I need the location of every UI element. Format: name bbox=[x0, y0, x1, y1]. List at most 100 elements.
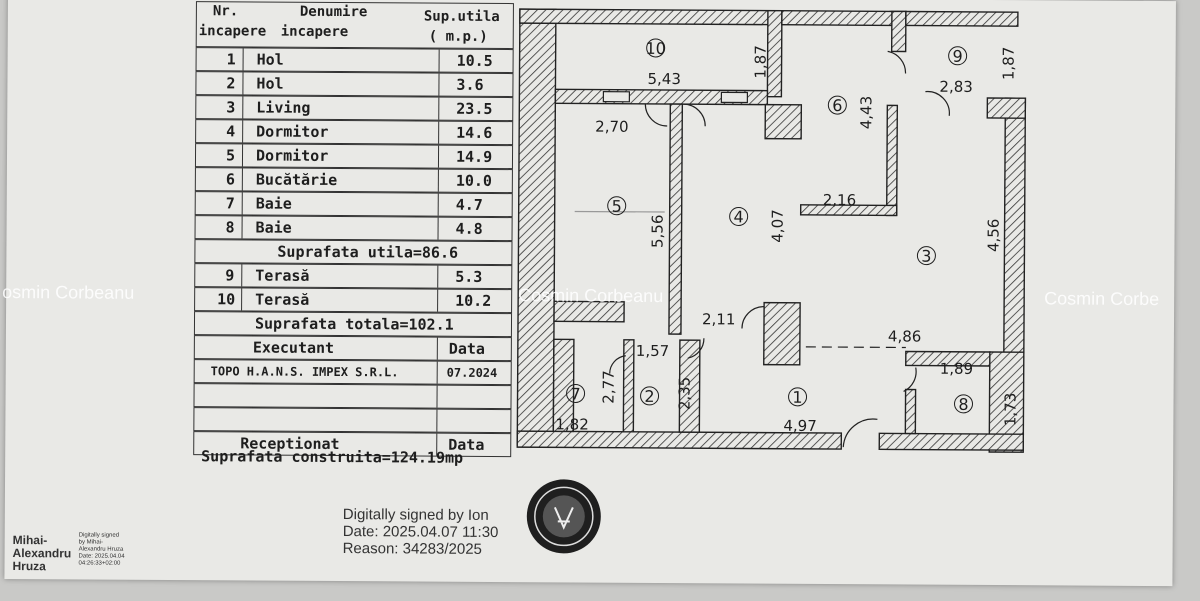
dimension: 1,89 bbox=[940, 360, 974, 378]
room-area: 4.8 bbox=[455, 219, 483, 238]
plan-openings bbox=[574, 50, 950, 448]
dimension: 1,82 bbox=[555, 415, 589, 433]
signature-line: Date: 2025.04.07 11:30 bbox=[342, 523, 499, 542]
room-nr: 2 bbox=[226, 74, 236, 93]
room-number: 8 bbox=[958, 395, 968, 414]
room-area: 5.3 bbox=[455, 267, 483, 286]
header-nr: Nr. bbox=[212, 3, 239, 20]
dimension: 5,43 bbox=[647, 70, 681, 88]
room-nr: 4 bbox=[226, 122, 236, 141]
digital-signature-text: Digitally signed by Ion Date: 2025.04.07… bbox=[343, 506, 499, 558]
executant-date: 07.2024 bbox=[446, 365, 498, 380]
signer-name: Mihai- Alexandru Hruza bbox=[12, 533, 71, 574]
executant-value: TOPO H.A.N.S. IMPEX S.R.L. bbox=[210, 364, 399, 380]
room-nr: 10 bbox=[217, 290, 236, 309]
dimension: 1,87 bbox=[751, 45, 769, 79]
header-denumire: Denumire bbox=[299, 3, 368, 21]
header-sup-unit: ( m.p.) bbox=[428, 28, 488, 45]
room-number: 4 bbox=[733, 207, 743, 226]
watermark: Cosmin Corbe bbox=[1044, 288, 1160, 310]
executant-label: Executant bbox=[252, 338, 335, 357]
room-name: Dormitor bbox=[255, 146, 329, 165]
table-row: 10 Terasă 10.2 bbox=[194, 287, 513, 314]
room-area: 3.6 bbox=[456, 75, 484, 94]
suprafata-utila-row: Suprafata utila=86.6 bbox=[194, 239, 513, 266]
table-row: 8 Baie 4.8 bbox=[194, 215, 513, 242]
dimension: 2,83 bbox=[939, 78, 973, 96]
dimension: 2,16 bbox=[823, 191, 857, 209]
dimension: 2,70 bbox=[595, 118, 629, 136]
dimension: 4,97 bbox=[783, 417, 817, 435]
room-nr: 3 bbox=[226, 98, 236, 117]
dimension: 2,35 bbox=[675, 377, 693, 411]
blank-row bbox=[193, 383, 512, 410]
signer-details: Digitally signed by Mihai- Alexandru Hru… bbox=[78, 532, 125, 567]
room-name: Terasă bbox=[255, 290, 310, 309]
dimension: 2,77 bbox=[600, 370, 618, 404]
room-name: Baie bbox=[255, 218, 292, 237]
signature-line: Reason: 34283/2025 bbox=[342, 540, 482, 558]
table-row: 4 Dormitor 14.6 bbox=[195, 119, 514, 146]
watermark: osmin Corbeanu bbox=[2, 281, 135, 303]
suprafata-construita: Suprafata construita=124.19mp bbox=[201, 447, 464, 467]
room-number: 2 bbox=[644, 387, 654, 406]
dimension: 4,56 bbox=[984, 219, 1002, 253]
room-area: 14.6 bbox=[456, 123, 493, 142]
room-name: Living bbox=[256, 98, 311, 117]
dimension: 1,87 bbox=[999, 47, 1017, 81]
floor-plan: 10 9 6 5 4 3 1 2 7 8 5,43 1,87 4,43 2,83… bbox=[516, 8, 1027, 453]
room-table: Nr. incapere Denumire incapere Sup.utila… bbox=[193, 1, 514, 458]
signer-detail-line: 04:26:33+02:00 bbox=[78, 560, 121, 567]
dimension: 4,07 bbox=[768, 209, 786, 243]
room-nr: 5 bbox=[225, 146, 236, 165]
table-row: 1 Hol 10.5 bbox=[195, 47, 514, 74]
dimension: 1,73 bbox=[1001, 393, 1019, 427]
room-nr: 8 bbox=[225, 218, 235, 237]
room-area: 10.2 bbox=[455, 291, 492, 310]
data-label: Data bbox=[448, 339, 486, 358]
table-row: 5 Dormitor 14.9 bbox=[194, 143, 514, 170]
room-number: 3 bbox=[921, 247, 931, 266]
suprafata-utila: Suprafata utila=86.6 bbox=[277, 242, 459, 262]
blank-row bbox=[193, 407, 512, 434]
dimension-labels: 5,43 1,87 4,43 2,83 1,87 2,70 5,56 4,07 … bbox=[555, 45, 1019, 435]
room-area: 14.9 bbox=[455, 147, 493, 166]
suprafata-totala-row: Suprafata totala=102.1 bbox=[193, 311, 513, 338]
room-name: Hol bbox=[256, 74, 284, 93]
room-number-labels: 10 9 6 5 4 3 1 2 7 8 bbox=[570, 39, 968, 414]
room-area: 4.7 bbox=[455, 195, 483, 214]
watermark: Cosmin Corbeanu bbox=[518, 285, 664, 307]
dimension: 2,11 bbox=[702, 310, 736, 328]
signer-name-line: Hruza bbox=[12, 559, 46, 574]
room-nr: 1 bbox=[226, 50, 236, 69]
table-row: 7 Baie 4.7 bbox=[194, 191, 513, 218]
room-number: 9 bbox=[952, 47, 962, 66]
executant-row: TOPO H.A.N.S. IMPEX S.R.L. 07.2024 bbox=[193, 359, 512, 386]
room-number: 5 bbox=[612, 197, 622, 216]
room-name: Hol bbox=[256, 50, 284, 69]
room-name: Baie bbox=[255, 194, 292, 213]
room-number: 7 bbox=[570, 384, 580, 403]
room-nr: 7 bbox=[225, 194, 235, 213]
room-area: 10.0 bbox=[455, 171, 493, 190]
dimension: 4,86 bbox=[888, 327, 922, 345]
dimension: 5,56 bbox=[648, 215, 666, 249]
room-name: Dormitor bbox=[256, 122, 329, 141]
room-area: 10.5 bbox=[456, 51, 493, 70]
table-header: Nr. incapere Denumire incapere Sup.utila… bbox=[195, 1, 514, 50]
official-seal-icon bbox=[526, 479, 601, 554]
dimension: 1,57 bbox=[636, 342, 670, 360]
room-number: 6 bbox=[832, 96, 842, 115]
room-nr: 9 bbox=[225, 266, 235, 285]
header-nr-sub: incapere bbox=[198, 23, 267, 40]
header-denumire-sub: incapere bbox=[280, 23, 349, 41]
room-nr: 6 bbox=[225, 170, 235, 189]
table-row: 2 Hol 3.6 bbox=[195, 71, 514, 98]
document-sheet: Nr. incapere Denumire incapere Sup.utila… bbox=[2, 0, 1176, 587]
executant-header-row: Executant Data bbox=[193, 335, 512, 362]
room-number: 10 bbox=[645, 39, 665, 58]
header-sup: Sup.utila bbox=[423, 8, 500, 26]
suprafata-totala: Suprafata totala=102.1 bbox=[254, 314, 454, 334]
